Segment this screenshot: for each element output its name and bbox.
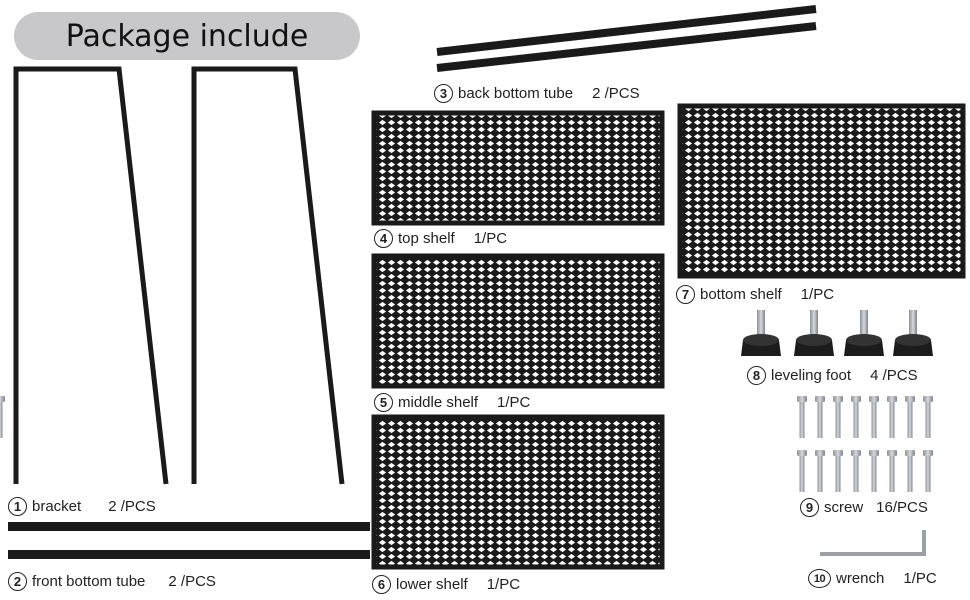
part-quantity: 4 /PCS xyxy=(870,367,918,384)
label-top-shelf: 4 top shelf 1/PC xyxy=(374,229,507,248)
top-shelf-image xyxy=(371,110,665,226)
label-bracket: 1 bracket 2 /PCS xyxy=(8,497,156,516)
part-name: bracket xyxy=(32,498,82,515)
part-number: 8 xyxy=(747,366,766,385)
part-number: 1 xyxy=(8,497,27,516)
part-quantity: 1/PC xyxy=(486,576,521,593)
part-quantity: 2 /PCS xyxy=(108,498,156,515)
part-name: leveling foot xyxy=(771,367,852,384)
part-name: screw xyxy=(824,499,864,516)
front-bottom-tube-image xyxy=(8,522,370,559)
part-quantity: 1/PC xyxy=(903,570,937,587)
wrench-image xyxy=(820,530,926,556)
part-quantity: 1/PC xyxy=(497,394,531,411)
part-name: wrench xyxy=(836,570,885,587)
part-number: 3 xyxy=(434,84,453,103)
label-lower-shelf: 6 lower shelf 1/PC xyxy=(372,575,520,594)
middle-shelf-image xyxy=(371,253,665,389)
label-screw: 9 screw 16/PCS xyxy=(800,498,928,517)
part-name: back bottom tube xyxy=(458,85,574,102)
part-name: top shelf xyxy=(398,230,455,247)
part-number: 10 xyxy=(808,569,831,588)
screw-image xyxy=(0,396,933,492)
part-number: 2 xyxy=(8,572,27,591)
label-front-bottom-tube: 2 front bottom tube 2 /PCS xyxy=(8,572,216,591)
part-number: 6 xyxy=(372,575,391,594)
label-leveling-foot: 8 leveling foot 4 /PCS xyxy=(747,366,918,385)
lower-shelf-image xyxy=(371,414,665,570)
part-quantity: 1/PC xyxy=(473,230,508,247)
label-bottom-shelf: 7 bottom shelf 1/PC xyxy=(676,285,834,304)
part-name: bottom shelf xyxy=(700,286,782,303)
part-number: 5 xyxy=(374,393,393,412)
part-name: middle shelf xyxy=(398,394,479,411)
bracket-image xyxy=(13,66,345,485)
part-quantity: 2 /PCS xyxy=(168,573,216,590)
part-name: front bottom tube xyxy=(32,573,146,590)
part-name: lower shelf xyxy=(396,576,468,593)
leveling-foot-image xyxy=(741,310,933,356)
part-quantity: 16/PCS xyxy=(876,499,928,516)
back-bottom-tube-image xyxy=(436,5,817,72)
part-quantity: 2 /PCS xyxy=(592,85,640,102)
label-wrench: 10 wrench 1/PC xyxy=(808,569,937,588)
part-quantity: 1/PC xyxy=(800,286,835,303)
part-number: 9 xyxy=(800,498,819,517)
label-middle-shelf: 5 middle shelf 1/PC xyxy=(374,393,530,412)
page-title: Package include xyxy=(14,12,360,60)
part-number: 7 xyxy=(676,285,695,304)
label-back-bottom-tube: 3 back bottom tube 2 /PCS xyxy=(434,84,640,103)
part-number: 4 xyxy=(374,229,393,248)
bottom-shelf-image xyxy=(677,103,966,279)
